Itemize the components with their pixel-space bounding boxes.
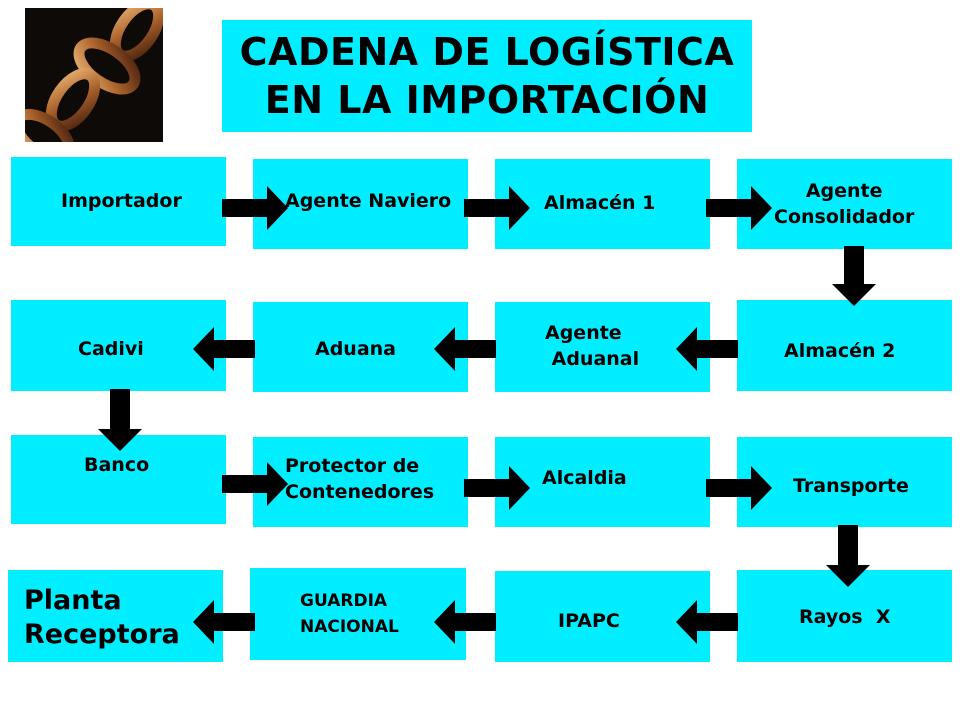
node-importador-label: Importador — [61, 190, 182, 212]
node-ipapc-label: IPAPC — [558, 610, 620, 632]
node-guardia-nacional: GUARDIA NACIONAL — [250, 568, 466, 660]
title-line-2: EN LA IMPORTACIÓN — [264, 78, 710, 122]
node-cadivi: Cadivi — [11, 300, 226, 391]
node-protector-contenedores-label: Protector de Contenedores — [285, 455, 435, 503]
arrow-agente-naviero-to-almacen-1 — [464, 186, 530, 230]
node-rayos-x-label: Rayos X — [799, 606, 891, 628]
arrow-almacen-2-to-agente-aduanal — [676, 327, 738, 371]
node-almacen-1: Almacén 1 — [495, 159, 710, 249]
node-guardia-nacional-label: GUARDIA NACIONAL — [300, 591, 399, 637]
node-aduana: Aduana — [253, 302, 468, 392]
arrow-transporte-to-rayos-x — [826, 525, 870, 587]
arrow-importador-to-agente-naviero — [222, 186, 288, 230]
node-alcaldia: Alcaldia — [495, 437, 710, 527]
node-planta-receptora-label: Planta Receptora — [24, 585, 180, 650]
node-transporte-label: Transporte — [793, 475, 909, 497]
node-agente-consolidador: Agente Consolidador — [737, 159, 952, 249]
arrow-rayos-x-to-ipapc — [676, 600, 738, 644]
node-agente-naviero: Agente Naviero — [253, 159, 468, 249]
node-almacen-2: Almacén 2 — [737, 300, 952, 391]
node-importador: Importador — [11, 157, 226, 246]
node-alcaldia-label: Alcaldia — [542, 467, 627, 489]
arrow-agente-consolidador-to-almacen-2 — [832, 246, 876, 306]
arrow-guardia-nacional-to-planta-receptora — [193, 600, 255, 644]
node-almacen-1-label: Almacén 1 — [544, 192, 656, 214]
node-agente-naviero-label: Agente Naviero — [285, 190, 452, 212]
arrow-aduana-to-cadivi — [193, 327, 255, 371]
arrow-cadivi-to-banco — [98, 389, 142, 451]
node-banco-label: Banco — [84, 454, 150, 476]
arrow-banco-to-protector-contenedores — [222, 462, 288, 506]
node-protector-contenedores: Protector de Contenedores — [253, 437, 468, 527]
node-planta-receptora: Planta Receptora — [8, 570, 223, 662]
node-transporte: Transporte — [737, 437, 952, 527]
node-banco: Banco — [11, 435, 226, 524]
node-almacen-2-label: Almacén 2 — [784, 340, 896, 362]
node-cadivi-label: Cadivi — [78, 338, 144, 360]
arrow-protector-to-alcaldia — [464, 466, 530, 510]
node-aduana-label: Aduana — [315, 338, 397, 360]
node-agente-aduanal: Agente Aduanal — [495, 302, 710, 392]
title-box: CADENA DE LOGÍSTICA EN LA IMPORTACIÓN — [222, 20, 752, 132]
node-agente-consolidador-label: Agente Consolidador — [774, 180, 915, 228]
node-ipapc: IPAPC — [495, 571, 710, 662]
node-agente-aduanal-label: Agente Aduanal — [545, 322, 640, 370]
arrow-alcaldia-to-transporte — [706, 466, 772, 510]
chain-logo-image — [25, 8, 163, 142]
title-line-1: CADENA DE LOGÍSTICA — [239, 30, 735, 74]
arrow-ipapc-to-guardia-nacional — [434, 600, 496, 644]
arrow-agente-aduanal-to-aduana — [434, 327, 496, 371]
arrow-almacen-1-to-agente-consolidador — [706, 186, 772, 230]
node-rayos-x: Rayos X — [737, 570, 952, 662]
